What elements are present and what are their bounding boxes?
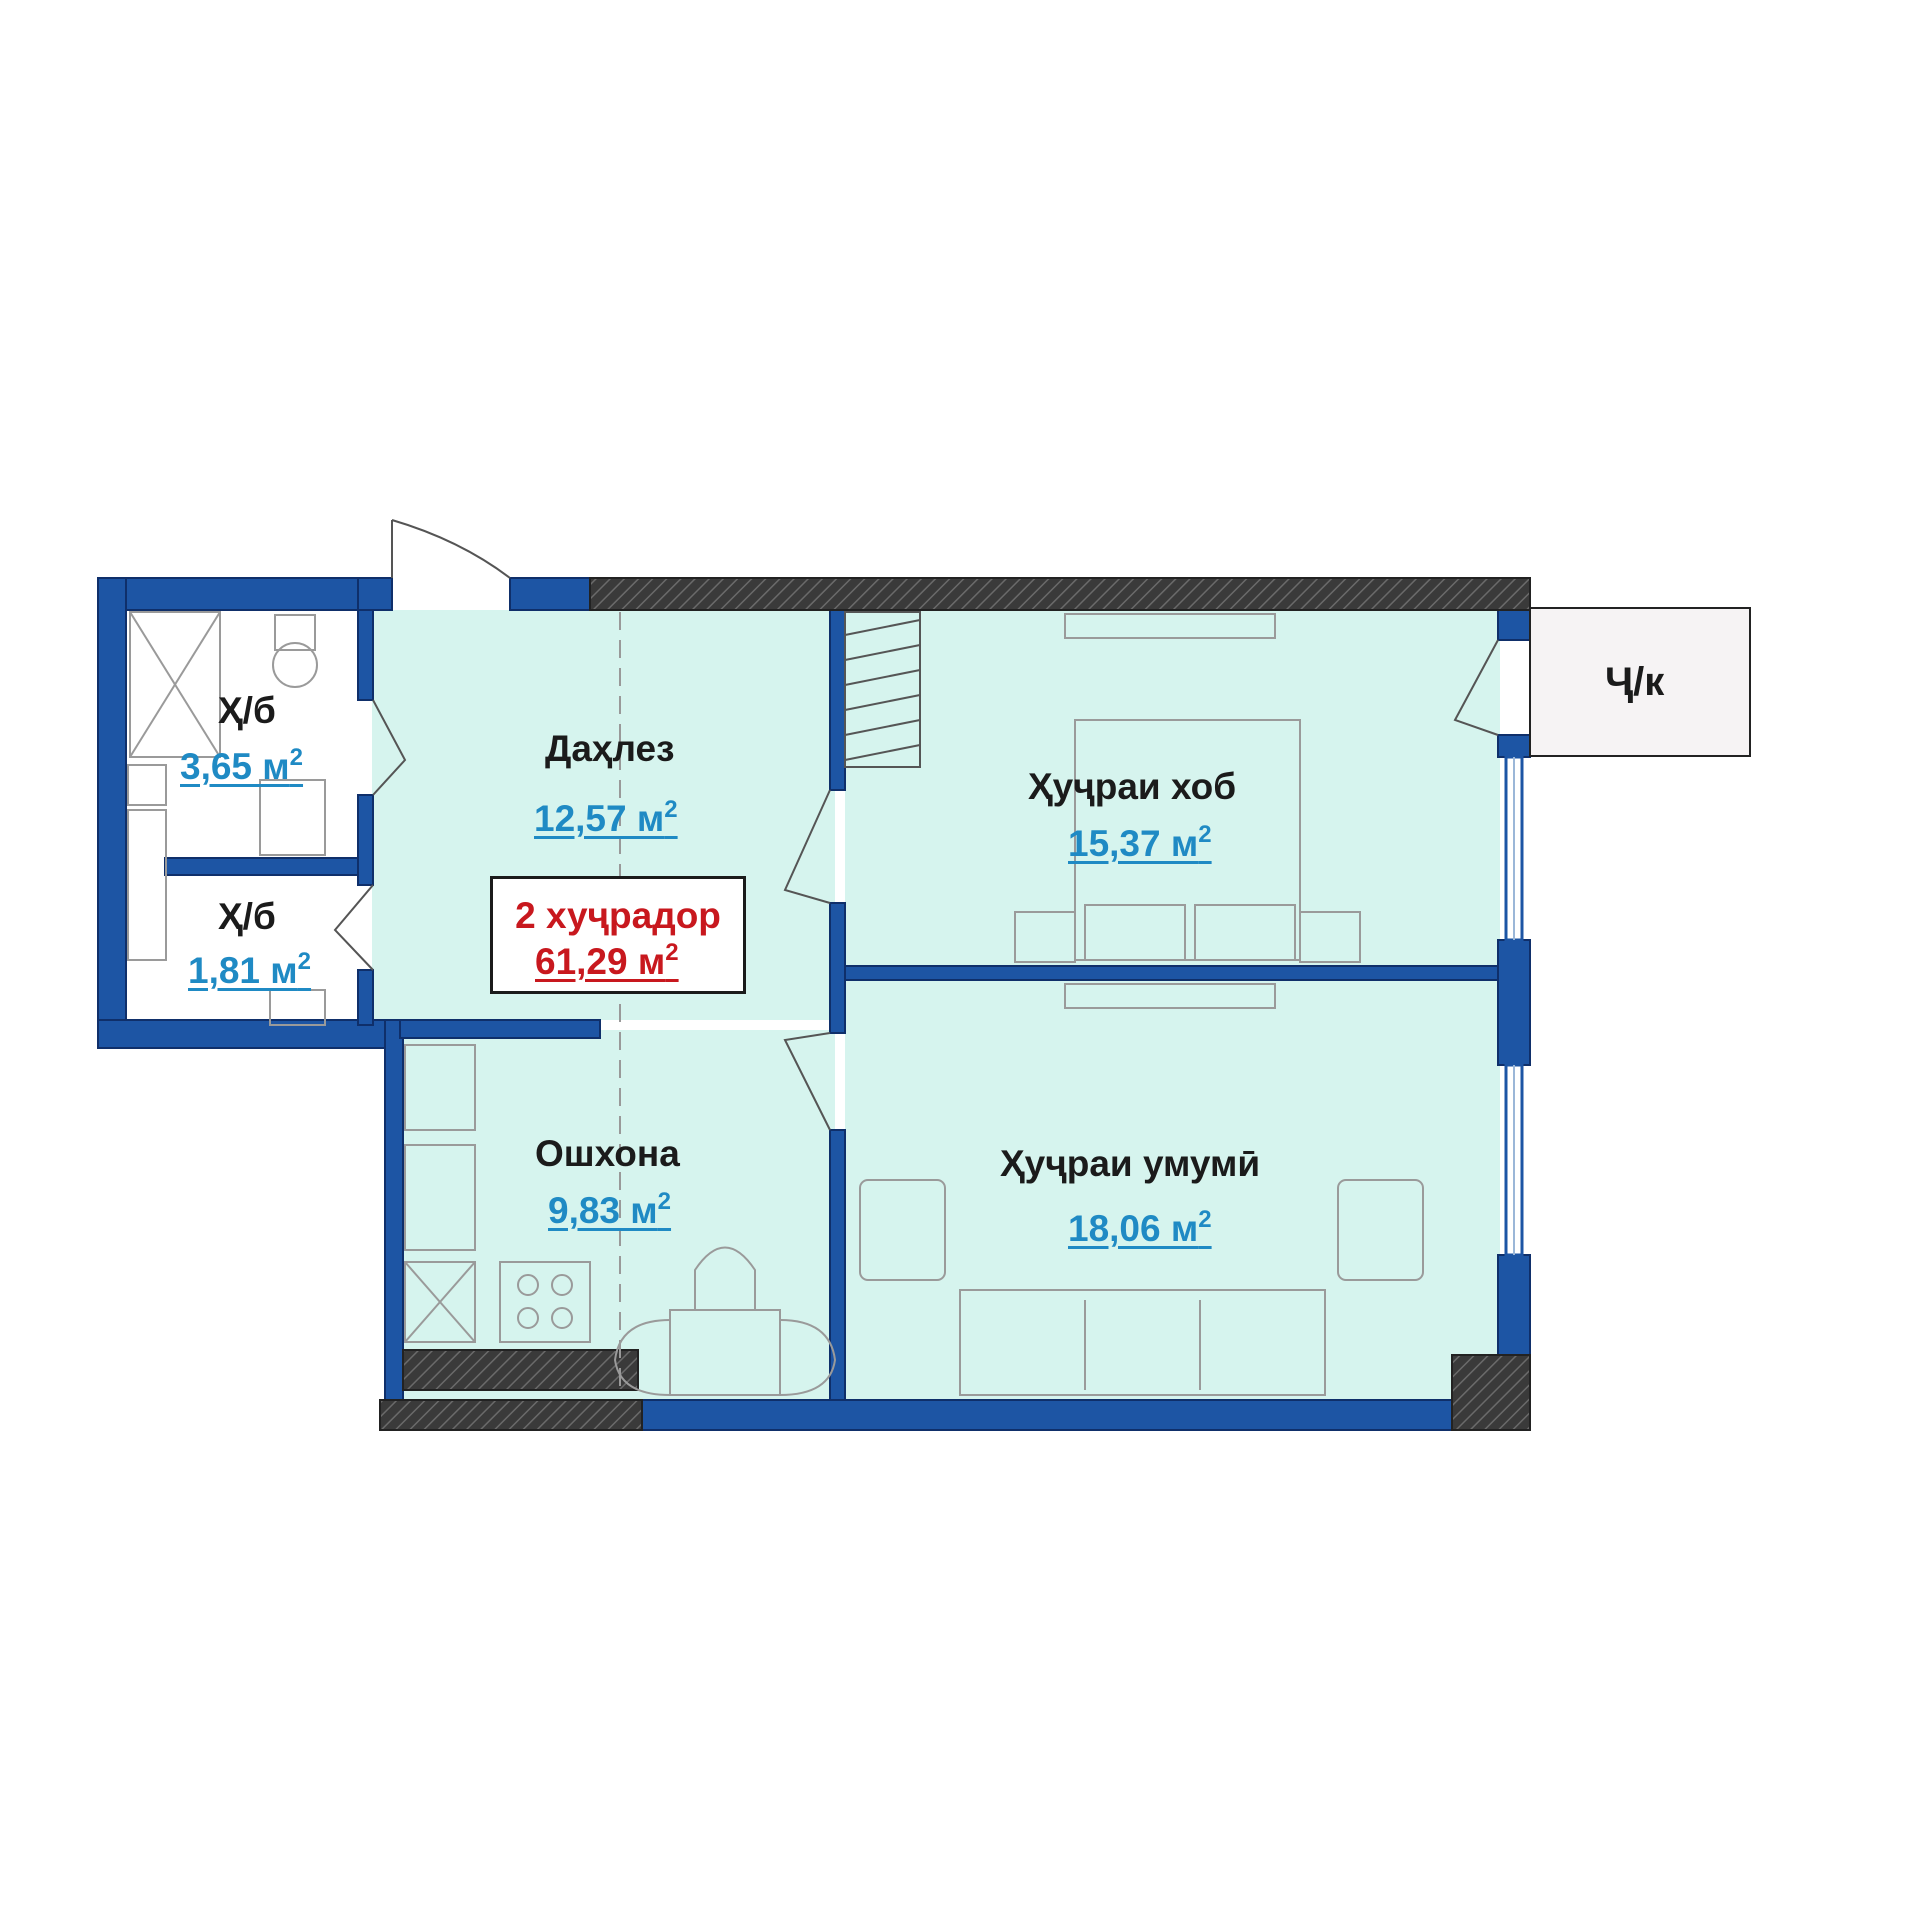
wall-right-b (1497, 734, 1531, 758)
walls (97, 577, 1531, 1431)
toilet-1 (274, 614, 316, 651)
kitchen-name: Ошхона (535, 1133, 680, 1174)
sink-1 (259, 779, 326, 856)
bedroom-floor (845, 610, 1500, 968)
tv-living (1064, 983, 1276, 1009)
bath2-floor (170, 875, 365, 1015)
bath1-door (372, 699, 407, 796)
dishwasher (404, 1261, 476, 1343)
wall-right-c (1497, 939, 1531, 1066)
bed (1074, 719, 1301, 961)
wall-center-a (829, 609, 846, 791)
sink-2 (269, 989, 326, 1026)
hatch-kitchen-niche (402, 1349, 639, 1391)
hatched-walls (379, 577, 1531, 1431)
stove (499, 1261, 591, 1343)
bathtub (127, 809, 167, 961)
bath2-area: 1,81 м2 (188, 948, 312, 991)
chair-top (694, 1246, 756, 1310)
bedroom-name: Ҳуҷраи хоб (1028, 766, 1237, 807)
bath2-door (333, 884, 374, 971)
fridge (404, 1044, 476, 1131)
pillow-1 (1084, 904, 1186, 961)
stairs (844, 611, 921, 768)
bath1-name: Ҳ/б (218, 690, 276, 731)
apartment-summary-box: 2 хуҷрадор 61,29 м2 (490, 876, 746, 994)
doors (333, 519, 1499, 1131)
pillow-2 (1194, 904, 1296, 961)
wall-bath-divider (164, 857, 366, 876)
living-floor (845, 978, 1500, 1400)
bath2-name: Ҳ/б (218, 896, 276, 937)
living-name: Ҳуҷраи умумӣ (1000, 1143, 1261, 1184)
balcony-area (1529, 607, 1751, 757)
nightstand-1 (1014, 911, 1076, 963)
kitchen-sink (404, 1144, 476, 1251)
sofa (959, 1289, 1326, 1396)
toilet-1-bowl (272, 642, 318, 688)
wall-hall-top-left (357, 577, 393, 611)
nightstand-2 (1299, 911, 1361, 963)
living-area: 18,06 м2 (1068, 1206, 1212, 1249)
wall-hall-top-right (509, 577, 591, 611)
kitchen-area: 9,83 м2 (548, 1188, 672, 1231)
wall-bath-left (97, 577, 127, 1049)
armchair-1 (859, 1179, 946, 1281)
dining-table (669, 1309, 781, 1396)
furniture (127, 611, 1424, 1396)
windows (1504, 755, 1524, 1257)
chair-right (779, 1319, 837, 1396)
wall-bath-bottom (97, 1019, 399, 1049)
apartment-total-area: 61,29 м2 (535, 939, 679, 982)
wall-bed-living (844, 965, 1501, 981)
wall-right-a (1497, 609, 1531, 641)
wall-bath-right-a (357, 599, 374, 701)
tv-bedroom (1064, 613, 1276, 639)
wall-center-b (829, 902, 846, 1034)
hatch-top (589, 577, 1531, 611)
balcony-label: Ҷ/к (1605, 660, 1665, 704)
hatch-bottom-left (379, 1399, 643, 1431)
wall-bath-right-c (357, 969, 374, 1026)
bedroom-area: 15,37 м2 (1068, 821, 1212, 864)
hall-area: 12,57 м2 (534, 796, 678, 839)
kitchen-door (783, 1032, 831, 1131)
washer (127, 764, 167, 806)
entry-door (391, 519, 511, 579)
hatch-bottom-right (1451, 1354, 1531, 1431)
apartment-type: 2 хуҷрадор (515, 895, 721, 936)
shower (129, 611, 221, 758)
balcony-door (1453, 639, 1499, 736)
wall-kitchen-left (384, 1019, 404, 1401)
chair-left (613, 1319, 671, 1396)
wall-bath-top (97, 577, 379, 611)
wall-bath-right-b (357, 794, 374, 886)
wall-kitchen-top (399, 1019, 601, 1039)
floor-areas (125, 610, 1500, 1400)
bath1-area: 3,65 м2 (180, 744, 304, 787)
armchair-2 (1337, 1179, 1424, 1281)
hall-door (783, 789, 831, 904)
wall-bottom-blue (639, 1399, 1531, 1431)
hall-name: Даҳлез (545, 728, 675, 769)
